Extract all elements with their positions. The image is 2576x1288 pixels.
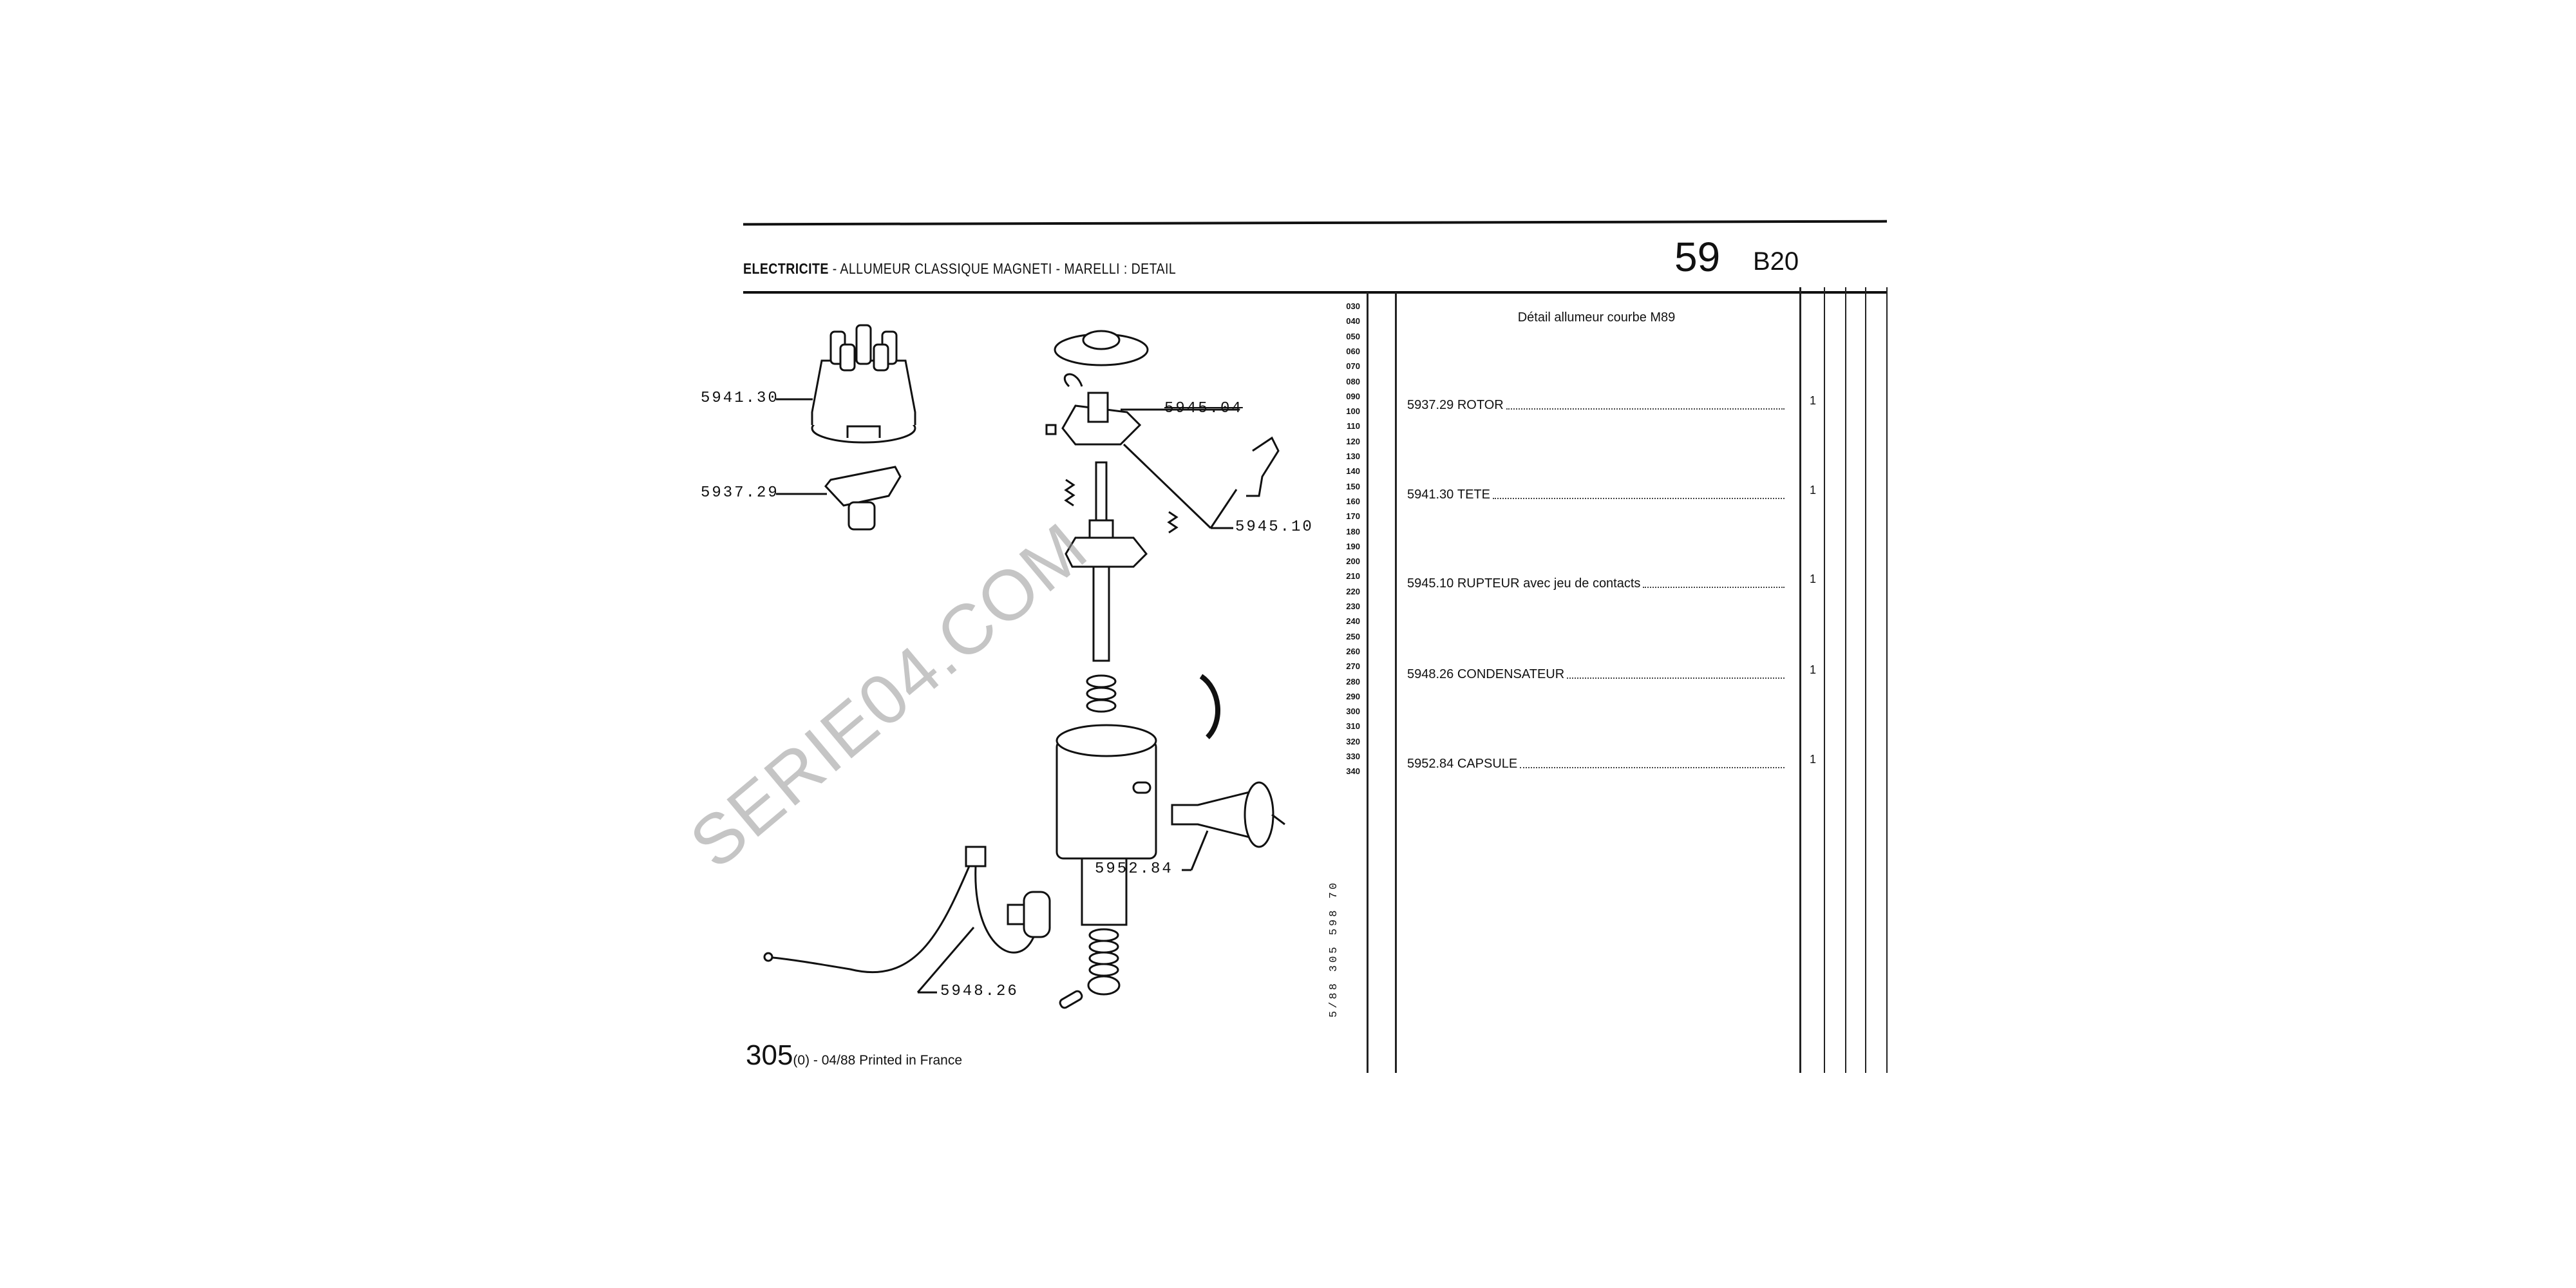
line-number: 050 bbox=[1346, 331, 1360, 341]
table-row: 5941.30 TETE bbox=[1407, 488, 1787, 502]
line-number: 080 bbox=[1346, 376, 1360, 386]
line-number: 210 bbox=[1346, 571, 1360, 582]
callout-breaker: 5945.10 bbox=[1235, 518, 1314, 536]
callout-rotor: 5937.29 bbox=[701, 484, 779, 502]
line-number: 240 bbox=[1346, 616, 1360, 627]
line-number: 060 bbox=[1346, 346, 1360, 356]
line-number: 280 bbox=[1346, 676, 1360, 687]
callout-condenser: 5948.26 bbox=[940, 983, 1019, 1000]
line-number: 140 bbox=[1346, 466, 1360, 477]
line-number: 340 bbox=[1346, 766, 1360, 777]
footer-code: 305 bbox=[746, 1039, 793, 1071]
line-number: 200 bbox=[1346, 556, 1360, 567]
line-number: 170 bbox=[1346, 511, 1360, 522]
footer: 305(0) - 04/88 Printed in France bbox=[746, 1039, 962, 1072]
line-number: 320 bbox=[1346, 736, 1360, 746]
part-designation: CONDENSATEUR bbox=[1457, 667, 1565, 681]
part-qty: 1 bbox=[1810, 663, 1817, 676]
column-divider bbox=[1865, 287, 1866, 1073]
line-number: 090 bbox=[1346, 391, 1360, 401]
callout-cap: 5941.30 bbox=[701, 390, 779, 407]
part-ref: 5945.10 bbox=[1407, 576, 1454, 591]
condenser-drawing bbox=[763, 846, 1051, 974]
part-designation: CAPSULE bbox=[1457, 757, 1518, 771]
line-number: 070 bbox=[1346, 361, 1360, 372]
distributor-cap-drawing bbox=[811, 324, 916, 444]
part-qty: 1 bbox=[1810, 394, 1817, 407]
leader-dots bbox=[1567, 677, 1785, 679]
line-number: 250 bbox=[1346, 631, 1360, 641]
header-rule bbox=[743, 291, 1887, 294]
line-number: 260 bbox=[1346, 646, 1360, 656]
line-number: 330 bbox=[1346, 752, 1360, 761]
page-number: 59 bbox=[1674, 234, 1721, 280]
line-number: 100 bbox=[1346, 406, 1360, 417]
line-number: 230 bbox=[1346, 601, 1360, 611]
line-number: 270 bbox=[1346, 661, 1360, 672]
column-divider bbox=[1367, 292, 1368, 1073]
table-row: 5952.84 CAPSULE bbox=[1407, 757, 1787, 772]
rotor-drawing bbox=[824, 466, 902, 531]
line-number: 160 bbox=[1346, 496, 1360, 506]
column-divider bbox=[1799, 287, 1801, 1073]
part-ref: 5941.30 bbox=[1407, 488, 1454, 502]
line-number: 040 bbox=[1346, 316, 1360, 327]
callout-plate: 5945.04 bbox=[1164, 400, 1243, 417]
line-number: 220 bbox=[1346, 586, 1360, 596]
model-code: B20 bbox=[1753, 247, 1799, 276]
part-designation: RUPTEUR avec jeu de contacts bbox=[1457, 576, 1641, 591]
part-designation: ROTOR bbox=[1457, 398, 1504, 412]
leader-dots bbox=[1492, 498, 1785, 499]
section-name: ELECTRICITE bbox=[743, 260, 829, 277]
line-number: 110 bbox=[1347, 421, 1360, 431]
title-text: - ALLUMEUR CLASSIQUE MAGNETI - MARELLI :… bbox=[828, 260, 1177, 277]
line-number: 030 bbox=[1346, 301, 1360, 311]
line-number: 300 bbox=[1346, 706, 1360, 717]
leader-dots bbox=[1520, 767, 1785, 768]
column-divider bbox=[1824, 287, 1825, 1073]
part-qty: 1 bbox=[1810, 753, 1817, 766]
part-ref: 5937.29 bbox=[1407, 398, 1454, 412]
part-designation: TETE bbox=[1457, 488, 1490, 502]
column-divider bbox=[1845, 287, 1846, 1073]
line-number: 290 bbox=[1346, 691, 1360, 701]
part-qty: 1 bbox=[1810, 484, 1817, 497]
line-number: 180 bbox=[1346, 526, 1360, 536]
column-divider bbox=[1395, 292, 1397, 1073]
callout-capsule: 5952.84 bbox=[1095, 860, 1173, 878]
shaft-drawing bbox=[1065, 461, 1148, 662]
breaker-plate-drawing bbox=[1045, 373, 1142, 446]
column-divider bbox=[1886, 287, 1888, 1073]
line-number: 130 bbox=[1346, 451, 1360, 461]
table-row: 5945.10 RUPTEUR avec jeu de contacts bbox=[1407, 576, 1787, 591]
line-number: 310 bbox=[1346, 721, 1360, 732]
page-title: ELECTRICITE - ALLUMEUR CLASSIQUE MAGNETI… bbox=[743, 260, 1176, 278]
line-number: 190 bbox=[1346, 541, 1360, 551]
table-row: 5948.26 CONDENSATEUR bbox=[1407, 667, 1787, 682]
part-ref: 5948.26 bbox=[1407, 667, 1454, 681]
table-subtitle: Détail allumeur courbe M89 bbox=[1517, 310, 1676, 325]
footer-text: (0) - 04/88 Printed in France bbox=[793, 1053, 963, 1068]
part-ref: 5952.84 bbox=[1407, 757, 1454, 771]
part-qty: 1 bbox=[1810, 573, 1817, 585]
leader-dots bbox=[1643, 587, 1785, 588]
line-number: 150 bbox=[1346, 481, 1360, 491]
table-row: 5937.29 ROTOR bbox=[1407, 398, 1787, 413]
vacuum-capsule-drawing bbox=[1171, 781, 1285, 848]
housing-drawing bbox=[1056, 724, 1157, 926]
leader-dots bbox=[1506, 408, 1785, 410]
line-number: 120 bbox=[1346, 436, 1360, 446]
